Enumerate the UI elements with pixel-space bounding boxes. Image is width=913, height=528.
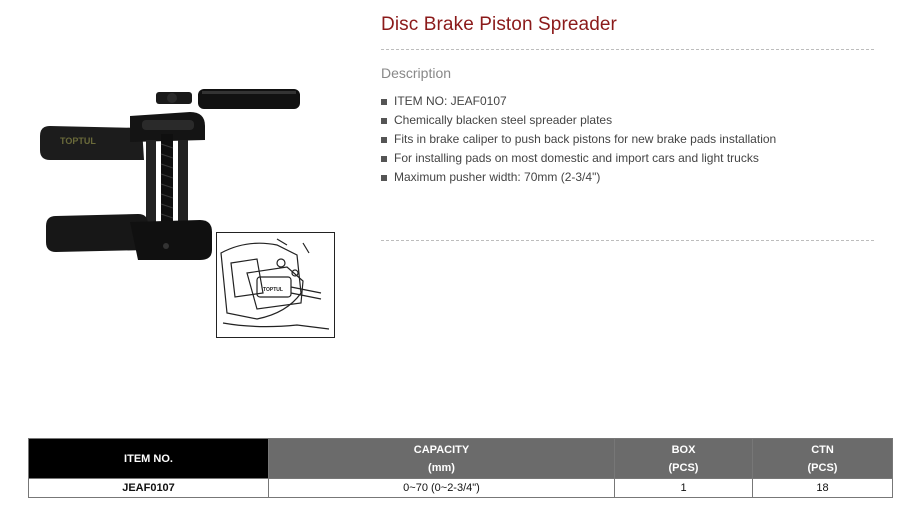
feature-item: For installing pads on most domestic and… <box>381 149 776 168</box>
feature-item: Chemically blacken steel spreader plates <box>381 111 776 130</box>
description-heading: Description <box>381 65 452 81</box>
feature-list: ITEM NO: JEAF0107 Chemically blacken ste… <box>381 92 776 187</box>
square-bullet-icon <box>381 155 387 162</box>
cell-box: 1 <box>614 478 753 498</box>
header-box: BOX(PCS) <box>614 438 753 479</box>
feature-text: Maximum pusher width: 70mm (2-3/4") <box>394 170 601 184</box>
feature-item: Maximum pusher width: 70mm (2-3/4") <box>381 168 776 187</box>
table-row: JEAF0107 0~70 (0~2-3/4") 1 18 <box>28 478 893 498</box>
feature-text: For installing pads on most domestic and… <box>394 151 759 165</box>
cell-item-no: JEAF0107 <box>28 478 269 498</box>
square-bullet-icon <box>381 136 387 143</box>
toptul-logo: TOPTUL <box>60 136 96 146</box>
usage-illustration: TOPTUL <box>216 232 335 338</box>
caliper-line-drawing: TOPTUL <box>220 238 330 330</box>
product-title: Disc Brake Piston Spreader <box>381 14 617 35</box>
table-header-row: ITEM NO. CAPACITY(mm) BOX(PCS) CTN(PCS) <box>28 438 893 479</box>
square-bullet-icon <box>381 117 387 124</box>
header-ctn: CTN(PCS) <box>752 438 893 479</box>
feature-text: Fits in brake caliper to push back pisto… <box>394 132 777 146</box>
feature-item: ITEM NO: JEAF0107 <box>381 92 776 111</box>
square-bullet-icon <box>381 174 387 181</box>
spec-table: ITEM NO. CAPACITY(mm) BOX(PCS) CTN(PCS) … <box>28 438 893 498</box>
description-divider <box>381 240 874 241</box>
square-bullet-icon <box>381 98 387 105</box>
cell-ctn: 18 <box>752 478 893 498</box>
feature-text: Chemically blacken steel spreader plates <box>394 113 613 127</box>
header-capacity: CAPACITY(mm) <box>268 438 615 479</box>
feature-item: Fits in brake caliper to push back pisto… <box>381 130 776 149</box>
header-item-no: ITEM NO. <box>28 438 269 479</box>
title-divider <box>381 49 874 50</box>
svg-text:TOPTUL: TOPTUL <box>263 287 283 293</box>
feature-text: ITEM NO: JEAF0107 <box>394 94 507 108</box>
cell-capacity: 0~70 (0~2-3/4") <box>268 478 615 498</box>
product-image: TOPTUL <box>40 89 300 260</box>
